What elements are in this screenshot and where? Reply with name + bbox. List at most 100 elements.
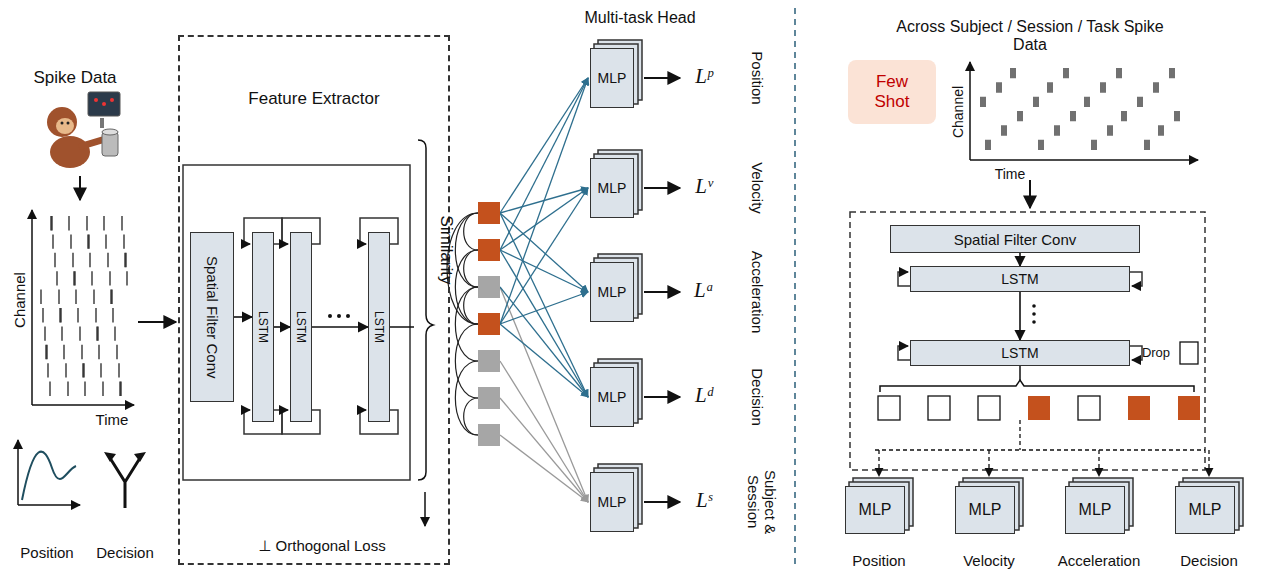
spike-tick: [103, 216, 104, 230]
spike-tick: [1042, 140, 1043, 150]
spike-tick: [1148, 140, 1149, 150]
spike-tick: [1104, 82, 1105, 92]
connector: [234, 316, 252, 318]
conv-box: Spatial Filter Conv: [190, 232, 234, 402]
connector: [312, 326, 368, 328]
feature-link: [500, 188, 588, 250]
text-label: Position: [748, 51, 765, 104]
spike-tick: [1141, 97, 1142, 107]
spike-tick: [1019, 111, 1020, 121]
spike-tick: [88, 234, 89, 248]
spike-tick: [1125, 111, 1126, 121]
spike-tick: [1116, 68, 1117, 78]
feature-link: [500, 398, 588, 502]
feature-square: [478, 350, 500, 372]
spike-tick: [112, 308, 113, 322]
spike-tick: [107, 253, 108, 267]
spike-tick: [82, 363, 83, 377]
node-text: MLP: [598, 389, 627, 405]
spike-tick: [114, 326, 115, 340]
similarity-arc: [464, 287, 478, 324]
feature-square: [1078, 396, 1100, 420]
connector: [1019, 253, 1021, 266]
lstm-box: LSTM: [910, 266, 1130, 292]
spike-tick: [1139, 97, 1140, 107]
spike-tick: [81, 345, 82, 359]
mlp-box: MLP: [590, 262, 634, 322]
spike-tick: [1035, 97, 1036, 107]
spike-tick: [125, 253, 126, 267]
node-text: MLP: [598, 180, 627, 196]
text-label: Decision: [96, 544, 154, 561]
spike-tick: [1157, 82, 1158, 92]
connector: [1019, 292, 1021, 340]
spike-tick: [111, 290, 112, 304]
feature-link: [500, 78, 588, 324]
text-label: Drop: [1142, 346, 1170, 361]
feature-link: [500, 78, 588, 213]
spike-tick: [58, 290, 59, 304]
spike-tick: [118, 363, 119, 377]
spike-tick: [1093, 140, 1094, 150]
lstm-box: LSTM: [368, 232, 390, 422]
spike-tick: [116, 345, 117, 359]
feature-square: [478, 239, 500, 261]
spike-tick: [1074, 111, 1075, 121]
spike-tick: [84, 382, 85, 396]
spike-tick: [77, 308, 78, 322]
mlp-box: MLP: [590, 367, 634, 427]
feature-square: [478, 424, 500, 446]
spike-tick: [45, 345, 46, 359]
spike-tick: [51, 216, 52, 230]
spike-tick: [75, 290, 76, 304]
feature-link: [500, 287, 588, 502]
spike-tick: [123, 234, 124, 248]
spike-tick: [110, 290, 111, 304]
spike-tick: [1088, 97, 1089, 107]
node-text: Few Shot: [862, 72, 922, 112]
mlp-box: MLP: [1175, 486, 1235, 534]
spike-tick: [1155, 82, 1156, 92]
loss-arrow: [644, 501, 680, 503]
spike-tick: [54, 253, 55, 267]
node-text: Spatial Filter Conv: [204, 256, 221, 379]
spike-tick: [980, 97, 981, 107]
spike-tick: [1021, 111, 1022, 121]
spike-tick: [1171, 68, 1172, 78]
text-label: ⊥ Orthogonal Loss: [258, 537, 385, 554]
spike-tick: [40, 290, 41, 304]
node-text: MLP: [1189, 501, 1222, 519]
node-text: LSTM: [256, 311, 270, 343]
spike-tick: [982, 97, 983, 107]
spike-tick: [1146, 140, 1147, 150]
spike-tick: [100, 363, 101, 377]
spike-tick: [1153, 82, 1154, 92]
spike-tick: [70, 234, 71, 248]
feature-square: [1178, 396, 1200, 420]
spike-tick: [1012, 68, 1013, 78]
node-text: LSTM: [372, 311, 386, 343]
head-link: [988, 450, 989, 476]
feature-extractor-group: Feature ExtractorSpatial Filter ConvLSTM…: [178, 35, 450, 565]
spike-tick: [1005, 125, 1006, 135]
spike-tick: [1017, 111, 1018, 121]
spike-tick: [1058, 125, 1059, 135]
spike-tick: [119, 382, 120, 396]
spike-tick: [998, 82, 999, 92]
feature-link: [500, 324, 588, 397]
spike-tick: [1107, 125, 1108, 135]
text-label: Time: [995, 166, 1026, 182]
mlp-box: MLP: [1065, 486, 1125, 534]
mlp-box: MLP: [955, 486, 1015, 534]
lstm-box: LSTM: [290, 232, 312, 422]
spike-tick: [1067, 68, 1068, 78]
few-shot-badge: Few Shot: [848, 60, 936, 124]
text-label: Velocity: [963, 552, 1015, 569]
spike-tick: [42, 308, 43, 322]
feature-square: [928, 396, 950, 420]
similarity-arc: [464, 398, 478, 435]
spike-tick: [989, 140, 990, 150]
spike-tick: [1174, 111, 1175, 121]
loss-arrow: [644, 187, 680, 189]
text-label: Acceleration: [748, 251, 765, 334]
